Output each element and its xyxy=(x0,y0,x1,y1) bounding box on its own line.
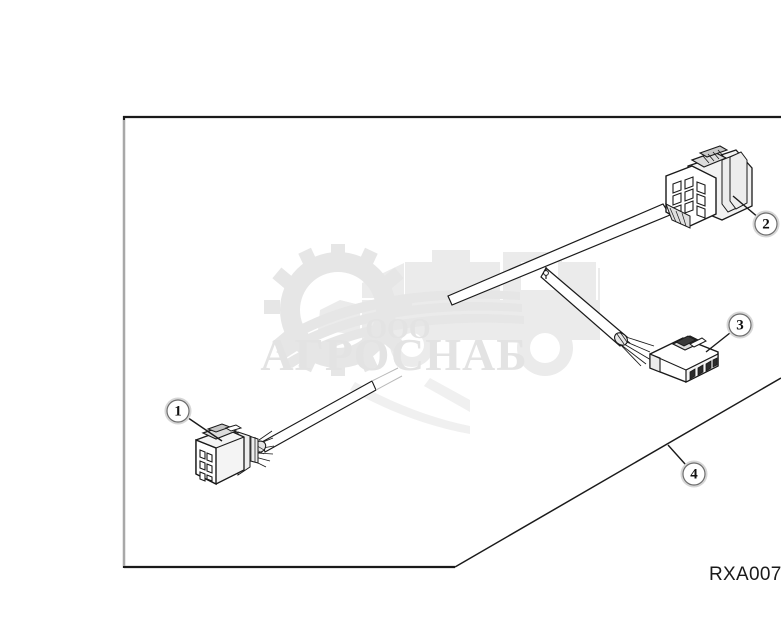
callout-group: 1 2 3 4 xyxy=(164,195,780,488)
callout-number-4: 4 xyxy=(690,467,698,483)
wire-boot-connector-3 xyxy=(614,331,628,346)
connector-3 xyxy=(649,335,719,383)
connector-3-terminals xyxy=(689,357,718,380)
harness-cable-4 xyxy=(454,377,781,568)
cable-segment-lower xyxy=(540,267,628,347)
callout-number-1: 1 xyxy=(174,404,182,420)
figure-code-label: RXA0076 xyxy=(709,564,781,585)
cable-connector-1 xyxy=(261,380,377,453)
connector-3-latch xyxy=(671,335,707,351)
callout-3[interactable]: 3 xyxy=(705,311,754,353)
cable-branch-node xyxy=(543,270,549,276)
callout-2[interactable]: 2 xyxy=(732,195,780,238)
callout-1[interactable]: 1 xyxy=(164,397,223,442)
harness-main-run xyxy=(447,203,671,347)
connector-1-cavities xyxy=(199,449,213,482)
connector-1 xyxy=(195,423,251,486)
callout-circle-3[interactable] xyxy=(728,313,752,337)
connector-2 xyxy=(665,145,753,229)
watermark-company-form: ООО xyxy=(365,314,430,345)
callout-4[interactable]: 4 xyxy=(667,444,708,488)
cable-left-tail xyxy=(371,367,403,391)
watermark-company-name: АГРОСНАБ xyxy=(260,329,527,380)
connector-1-latch xyxy=(201,423,243,440)
watermark-lower-swoosh xyxy=(350,378,470,434)
callout-circle-2[interactable] xyxy=(754,212,778,236)
callout-number-2: 2 xyxy=(762,217,770,233)
callout-circle-4[interactable] xyxy=(682,462,706,486)
callout-number-3: 3 xyxy=(736,318,744,334)
cable-segment-left xyxy=(261,380,377,453)
connector-2-latch xyxy=(690,145,729,168)
field-swoosh-icon xyxy=(272,290,524,368)
callout-circle-1[interactable] xyxy=(166,399,190,423)
